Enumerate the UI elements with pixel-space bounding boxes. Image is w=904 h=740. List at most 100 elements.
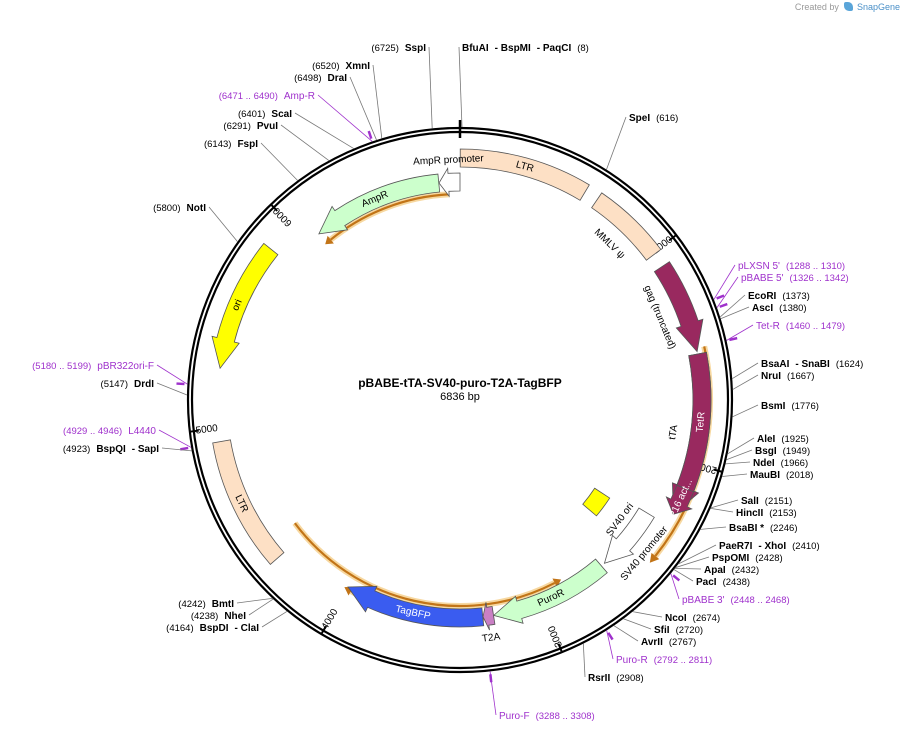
feature-label-tetr: TetR <box>695 411 708 432</box>
primer-site-mark <box>720 304 728 307</box>
site-leader-line <box>732 405 758 417</box>
site-position: (1460 .. 1479) <box>786 321 845 332</box>
site-position: (6401) <box>238 109 265 120</box>
site-position: (2246) <box>770 523 797 534</box>
site-label: Tet-R(1460 .. 1479) <box>756 321 845 332</box>
site-name: PvuI <box>257 121 278 132</box>
site-label: SalI (2151) <box>741 496 792 507</box>
site-label: AleI(1925) <box>757 434 809 445</box>
site-name: DrdI <box>134 379 154 390</box>
site-name: - PaqCI <box>537 43 572 54</box>
site-position: (3288 .. 3308) <box>536 711 595 722</box>
site-leader-line <box>281 125 329 161</box>
site-label: (6401)ScaI <box>238 109 292 120</box>
site-position: (1288 .. 1310) <box>786 261 845 272</box>
site-label: BsgI(1949) <box>755 446 810 457</box>
site-label: SpeI(616) <box>629 113 678 124</box>
site-leader-line <box>373 65 382 138</box>
site-leader-line <box>157 365 187 384</box>
site-position: (1966) <box>781 458 808 469</box>
site-position: (2018) <box>786 470 813 481</box>
site-label: (6725)SspI <box>371 43 426 54</box>
site-label: (4238) NheI <box>191 611 246 622</box>
site-name: SalI <box>741 496 759 507</box>
site-name: PspOMI <box>712 553 749 564</box>
site-name: SfiI <box>654 625 670 636</box>
site-position: (2448 .. 2468) <box>731 595 790 606</box>
site-label: BsaBI *(2246) <box>729 523 797 534</box>
kb-tick-label: 5000 <box>195 423 219 437</box>
site-leader-line <box>726 325 753 341</box>
site-name: NcoI <box>665 613 687 624</box>
site-name: BfuAI <box>462 43 489 54</box>
site-label: pBABE 3' (2448 .. 2468) <box>682 595 790 606</box>
site-position: (2908) <box>616 673 643 684</box>
site-position: (2151) <box>765 496 792 507</box>
site-position: (1925) <box>781 434 808 445</box>
site-position: (8) <box>577 43 589 54</box>
site-leader-line <box>261 143 298 181</box>
site-label: ApaI(2432) <box>704 565 759 576</box>
site-position: (1624) <box>836 359 863 370</box>
site-leader-line <box>429 47 432 128</box>
site-name: - BspMI <box>495 43 531 54</box>
site-name: BmtI <box>212 599 234 610</box>
primer-site-mark <box>673 575 679 580</box>
feature-ori <box>212 243 278 368</box>
site-position: (5147) <box>101 379 128 390</box>
site-name: FspI <box>237 139 258 150</box>
site-leader-line <box>728 438 754 454</box>
site-label: EcoRI(1373) <box>748 291 810 302</box>
site-name: NheI <box>224 611 246 622</box>
site-leader-line <box>732 363 758 379</box>
site-position: (6471 .. 6490) <box>219 91 278 102</box>
site-leader-line <box>623 619 651 629</box>
site-position: (4923) <box>63 444 90 455</box>
site-name: NotI <box>187 203 207 214</box>
site-label: (4242)BmtI <box>178 599 234 610</box>
site-position: (4238) <box>191 611 218 622</box>
site-label: (6520)XmnI <box>312 61 370 72</box>
plasmid-length: 6836 bp <box>440 391 480 403</box>
site-label: Puro-F(3288 .. 3308) <box>499 711 595 722</box>
site-label: Puro-R(2792 .. 2811) <box>616 655 712 666</box>
site-label: PaeR7I- XhoI(2410) <box>719 541 820 552</box>
site-name: - SnaBI <box>795 359 830 370</box>
site-position: (6520) <box>312 61 339 72</box>
site-position: (2153) <box>769 508 796 519</box>
site-position: (2792 .. 2811) <box>654 655 712 666</box>
site-leader-line <box>606 117 626 170</box>
feature-sv40-ori <box>583 488 610 516</box>
site-label: (6291)PvuI <box>223 121 278 132</box>
site-leader-line <box>714 265 735 300</box>
site-label: MauBI(2018) <box>750 470 813 481</box>
site-position: (2410) <box>792 541 819 552</box>
site-leader-line <box>717 277 738 308</box>
site-name: NruI <box>761 371 781 382</box>
site-leader-line <box>711 500 738 508</box>
site-leader-line <box>614 626 638 641</box>
site-name: DraI <box>328 73 348 84</box>
site-position: (616) <box>656 113 678 124</box>
site-name: L4440 <box>128 426 156 437</box>
site-leader-line <box>726 450 752 460</box>
site-name: - XhoI <box>758 541 786 552</box>
site-name: pBABE 5' <box>741 273 784 284</box>
site-position: (4929 .. 4946) <box>63 426 122 437</box>
site-name: pBABE 3' <box>682 595 725 606</box>
site-name: BsaAI <box>761 359 790 370</box>
site-name: RsrII <box>588 673 610 684</box>
feature-ltr <box>213 440 284 565</box>
site-name: BsmI <box>761 401 786 412</box>
site-position: (5180 .. 5199) <box>32 361 91 372</box>
site-label: BsaAI - SnaBI (1624) <box>761 359 863 370</box>
site-name: Amp-R <box>284 91 315 102</box>
site-position: (1326 .. 1342) <box>790 273 849 284</box>
primer-site-mark <box>180 448 188 449</box>
primer-site-mark <box>717 295 724 298</box>
site-position: (1373) <box>782 291 809 302</box>
site-name: BspQI <box>96 444 126 455</box>
site-leader-line <box>350 77 377 140</box>
site-leader-line <box>262 611 287 627</box>
